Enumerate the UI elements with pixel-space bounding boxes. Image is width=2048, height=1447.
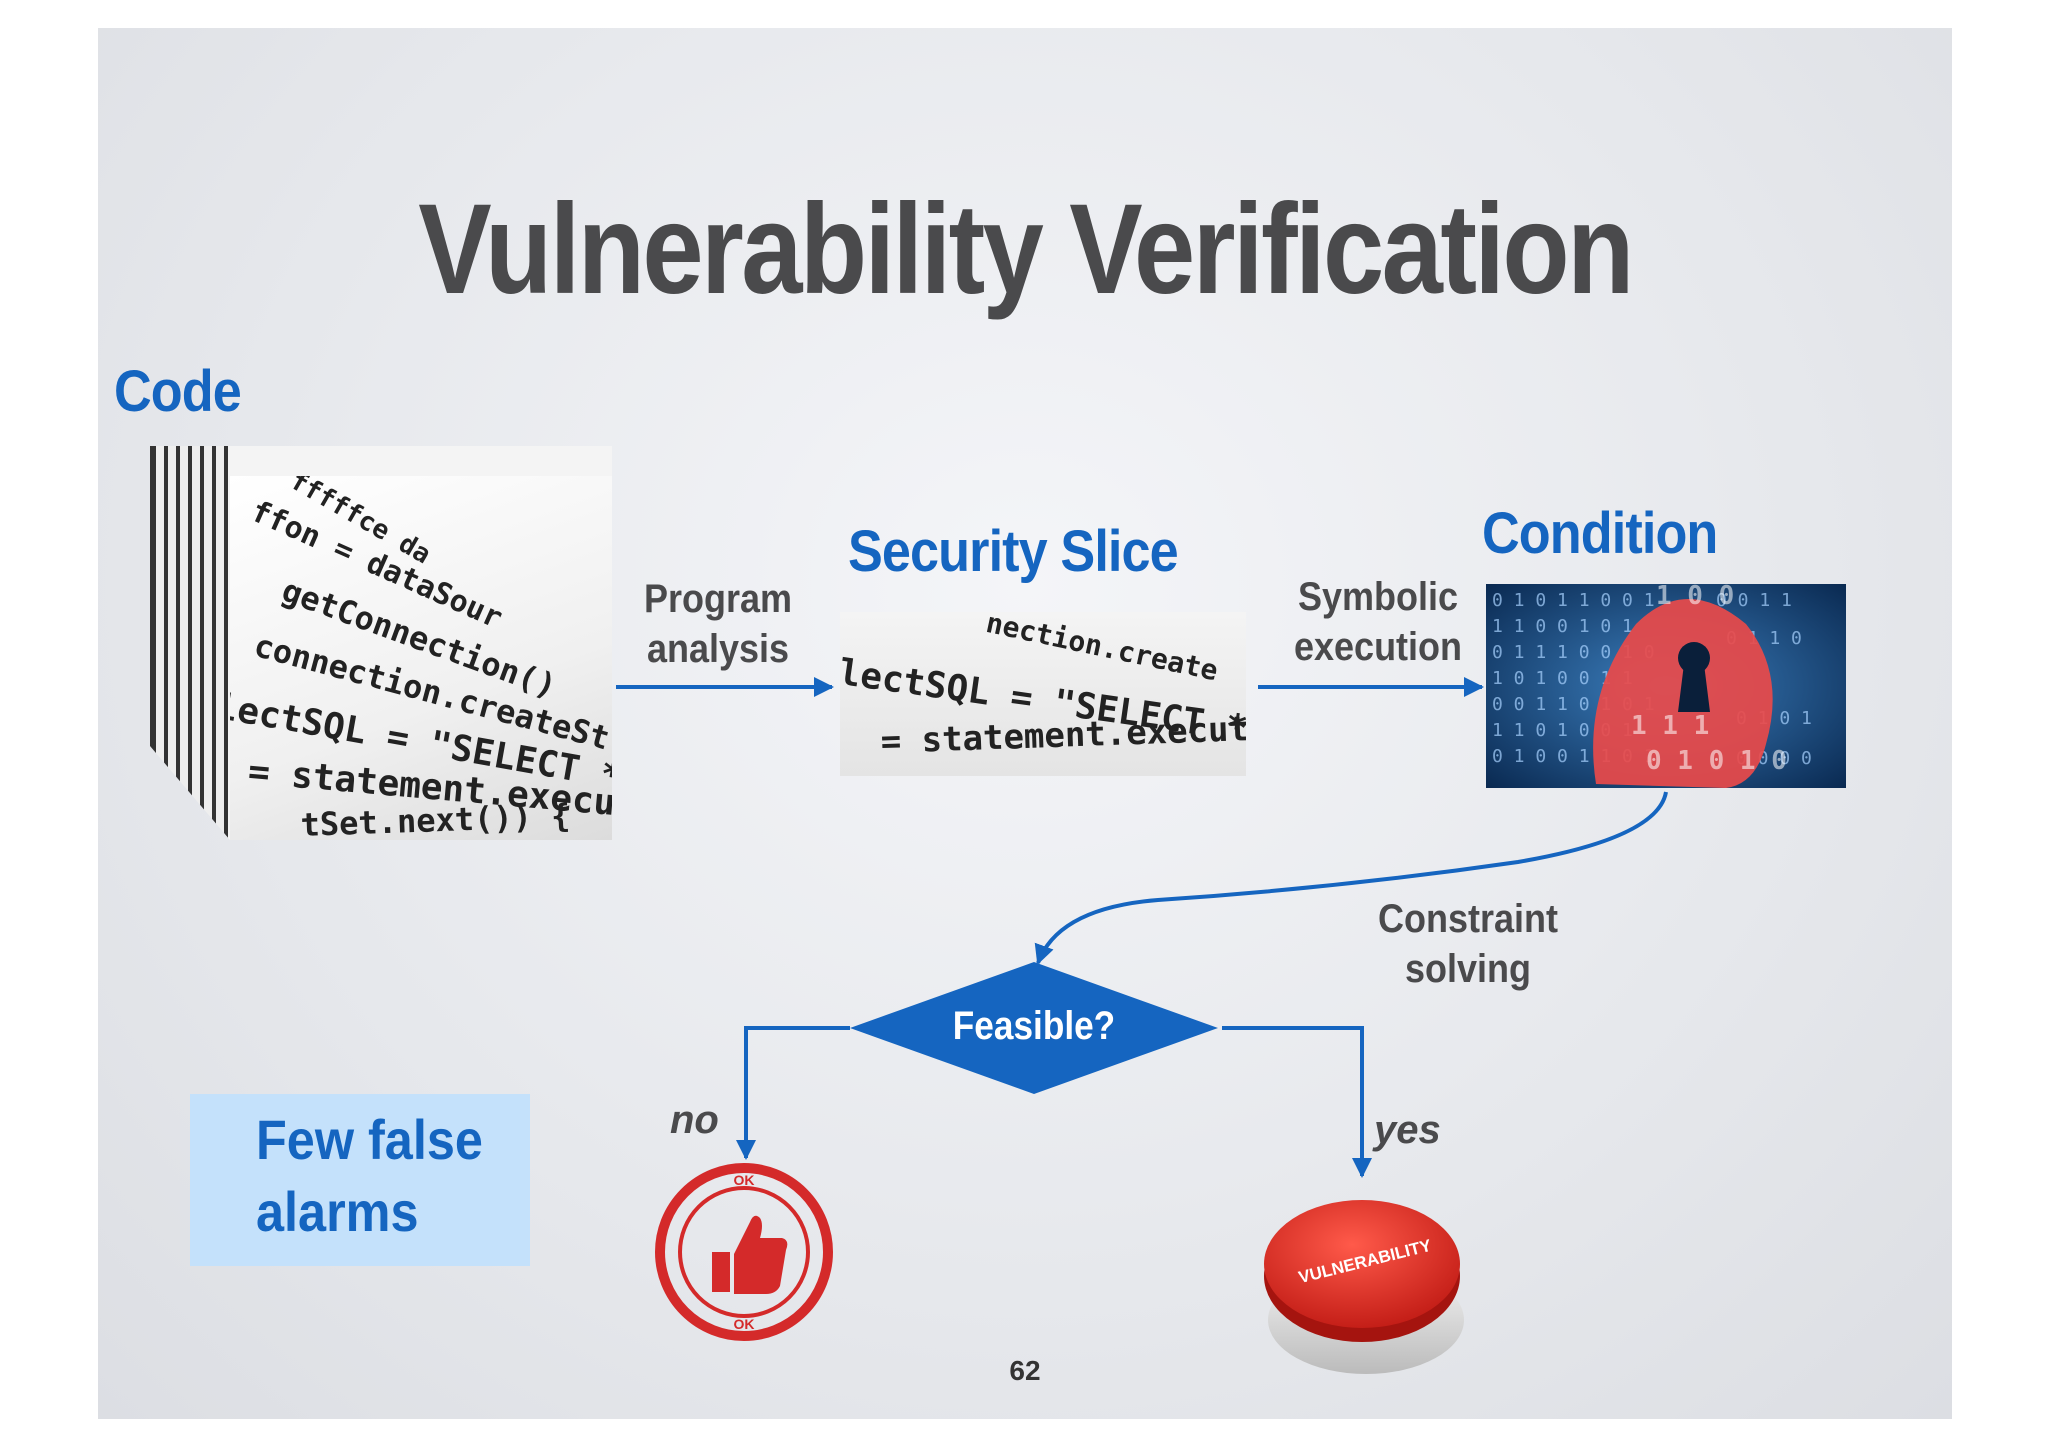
edge-label-line: execution — [1293, 625, 1463, 669]
yes-label: yes — [1374, 1108, 1441, 1152]
arrow-constraint-solving — [1034, 791, 1668, 965]
note-line: alarms — [256, 1180, 419, 1243]
decision-label: Feasible? — [952, 1004, 1116, 1048]
svg-text:1 1 1: 1 1 1 — [1631, 711, 1709, 741]
lock-icon: 0 1 0 1 1 0 0 1 1 1 0 0 1 0 1 0 1 1 1 0 … — [1486, 584, 1846, 788]
edge-label-line: solving — [1404, 947, 1532, 991]
edge-label-line: analysis — [646, 627, 790, 671]
code-image: fffffce da ffon = dataSour getConnection… — [150, 446, 612, 840]
note-text: Few false alarms — [256, 1104, 483, 1248]
ok-stamp-text: OK — [733, 1172, 755, 1188]
security-slice-image: nection.create lectSQL = "SELECT * FROM … — [840, 612, 1246, 776]
svg-text:0 1 1 1 0 0 1 0: 0 1 1 1 0 0 1 0 — [1492, 642, 1655, 663]
svg-text:0 1 0 1 0: 0 1 0 1 0 — [1646, 746, 1787, 776]
edge-label-constraint-solving: Constraint solving — [1360, 894, 1576, 994]
arrow-no — [736, 1026, 850, 1160]
red-button-icon — [1264, 1200, 1464, 1374]
vulnerability-button-image: VULNERABILITY — [1258, 1180, 1468, 1380]
edge-label-line: Constraint — [1378, 897, 1558, 941]
svg-text:1 1 0 0 1 0 1: 1 1 0 0 1 0 1 — [1492, 616, 1633, 637]
ok-stamp: OK OK — [654, 1162, 834, 1342]
svg-text:0 0 1 1: 0 0 1 1 — [1716, 590, 1792, 611]
code-page-front: fffffce da ffon = dataSour getConnection… — [230, 476, 612, 840]
no-label: no — [670, 1098, 719, 1142]
security-slice-heading: Security Slice — [848, 519, 1179, 584]
edge-label-program-analysis: Program analysis — [628, 574, 808, 674]
svg-text:1 0 0: 1 0 0 — [1656, 584, 1734, 611]
svg-text:1 0 1 0 0 1 1: 1 0 1 0 0 1 1 — [1492, 668, 1633, 689]
thumbs-up-icon — [655, 1163, 833, 1341]
edge-label-line: Program — [643, 577, 793, 621]
condition-lock-image: 0 1 0 1 1 0 0 1 1 1 0 0 1 0 1 0 1 1 1 0 … — [1486, 584, 1846, 788]
edge-label-symbolic-execution: Symbolic execution — [1288, 572, 1468, 672]
arrow-yes — [1222, 1026, 1372, 1178]
condition-heading: Condition — [1482, 501, 1718, 566]
ok-stamp-text: OK — [733, 1316, 755, 1332]
note-line: Few false — [256, 1108, 483, 1171]
svg-text:0 1 0 1 1 0 0 1: 0 1 0 1 1 0 0 1 — [1492, 590, 1655, 611]
slide: Vulnerability Verification Code fffffce … — [98, 28, 1952, 1419]
page-number: 62 — [1009, 1355, 1041, 1386]
few-false-alarms-box: Few false alarms — [190, 1094, 530, 1266]
code-heading: Code — [114, 359, 242, 424]
flow-arrows — [616, 677, 1668, 1178]
edge-label-line: Symbolic — [1297, 575, 1459, 619]
slide-title: Vulnerability Verification — [418, 178, 1634, 321]
decision-diamond — [850, 962, 1218, 1094]
